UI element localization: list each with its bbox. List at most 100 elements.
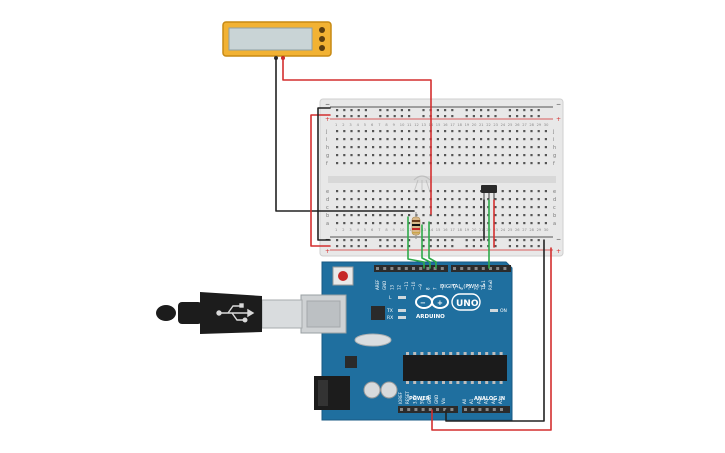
breadboard-hole[interactable] [400,214,403,217]
breadboard-hole[interactable] [386,130,389,133]
breadboard-hole[interactable] [422,222,425,225]
breadboard-hole[interactable] [436,222,439,225]
rail-hole[interactable] [451,245,454,248]
breadboard-hole[interactable] [544,214,547,217]
breadboard-hole[interactable] [429,222,432,225]
breadboard-hole[interactable] [523,198,526,201]
rail-hole[interactable] [350,109,353,112]
rail-hole[interactable] [465,245,468,248]
breadboard-hole[interactable] [350,206,353,209]
breadboard-hole[interactable] [508,206,511,209]
header-hole[interactable] [471,408,475,411]
rail-hole[interactable] [444,239,447,242]
breadboard-hole[interactable] [516,190,519,193]
breadboard-hole[interactable] [458,162,461,165]
breadboard-hole[interactable] [501,138,504,141]
breadboard-hole[interactable] [336,138,339,141]
breadboard-hole[interactable] [422,146,425,149]
breadboard-hole[interactable] [408,162,411,165]
digital-header-1[interactable] [374,265,448,272]
rail-hole[interactable] [400,239,403,242]
breadboard-hole[interactable] [501,146,504,149]
header-hole[interactable] [464,408,467,411]
breadboard-hole[interactable] [393,214,396,217]
rail-hole[interactable] [537,109,540,112]
breadboard-hole[interactable] [451,162,454,165]
wires[interactable] [275,57,552,431]
breadboard-hole[interactable] [516,222,519,225]
breadboard-hole[interactable] [393,190,396,193]
rail-hole[interactable] [523,245,526,248]
rail-hole[interactable] [465,109,468,112]
breadboard-hole[interactable] [386,206,389,209]
breadboard-hole[interactable] [544,162,547,165]
breadboard-hole[interactable] [436,146,439,149]
header-hole[interactable] [400,408,403,411]
breadboard-hole[interactable] [350,214,353,217]
breadboard-hole[interactable] [422,190,425,193]
breadboard-hole[interactable] [364,154,367,157]
rail-hole[interactable] [508,109,511,112]
breadboard-hole[interactable] [465,214,468,217]
header-hole[interactable] [460,267,464,270]
header-hole[interactable] [426,267,430,270]
breadboard-hole[interactable] [501,206,504,209]
wire-black-lcd[interactable] [275,57,415,212]
led-ghost[interactable] [413,175,431,193]
rail-hole[interactable] [472,245,475,248]
breadboard-hole[interactable] [400,138,403,141]
breadboard-hole[interactable] [451,146,454,149]
breadboard-hole[interactable] [487,138,490,141]
header-hole[interactable] [397,267,401,270]
breadboard-hole[interactable] [508,130,511,133]
breadboard-hole[interactable] [350,198,353,201]
rail-hole[interactable] [350,239,353,242]
breadboard-hole[interactable] [472,190,475,193]
breadboard-hole[interactable] [544,198,547,201]
breadboard-hole[interactable] [501,162,504,165]
breadboard-hole[interactable] [516,130,519,133]
breadboard-hole[interactable] [357,222,360,225]
breadboard-hole[interactable] [357,162,360,165]
rail-hole[interactable] [472,109,475,112]
header-hole[interactable] [412,267,415,270]
rail-hole[interactable] [357,239,360,242]
breadboard-hole[interactable] [343,138,346,141]
breadboard-hole[interactable] [451,206,454,209]
breadboard-hole[interactable] [379,222,382,225]
breadboard-hole[interactable] [494,162,497,165]
breadboard-hole[interactable] [350,222,353,225]
rail-hole[interactable] [436,245,439,248]
rail-hole[interactable] [408,239,411,242]
breadboard-hole[interactable] [436,154,439,157]
rail-hole[interactable] [480,115,483,118]
rail-hole[interactable] [343,239,346,242]
digital-header-2[interactable] [451,265,511,272]
rail-hole[interactable] [487,115,490,118]
breadboard-hole[interactable] [472,146,475,149]
header-hole[interactable] [503,267,507,270]
breadboard-hole[interactable] [516,162,519,165]
breadboard-hole[interactable] [501,222,504,225]
breadboard-hole[interactable] [364,138,367,141]
breadboard-hole[interactable] [357,154,360,157]
header-hole[interactable] [492,408,496,411]
rail-hole[interactable] [472,239,475,242]
lcd-pin-c[interactable] [319,45,325,51]
breadboard-hole[interactable] [336,146,339,149]
breadboard-hole[interactable] [523,138,526,141]
breadboard-hole[interactable] [336,154,339,157]
rail-hole[interactable] [350,245,353,248]
rail-hole[interactable] [336,115,339,118]
rail-hole[interactable] [494,109,497,112]
rail-hole[interactable] [451,239,454,242]
breadboard-hole[interactable] [379,198,382,201]
breadboard-hole[interactable] [480,146,483,149]
rail-hole[interactable] [408,245,411,248]
breadboard-hole[interactable] [523,146,526,149]
temperature-sensor[interactable] [481,185,497,200]
breadboard-hole[interactable] [444,146,447,149]
breadboard-hole[interactable] [415,146,418,149]
breadboard-hole[interactable] [400,146,403,149]
breadboard-hole[interactable] [465,138,468,141]
